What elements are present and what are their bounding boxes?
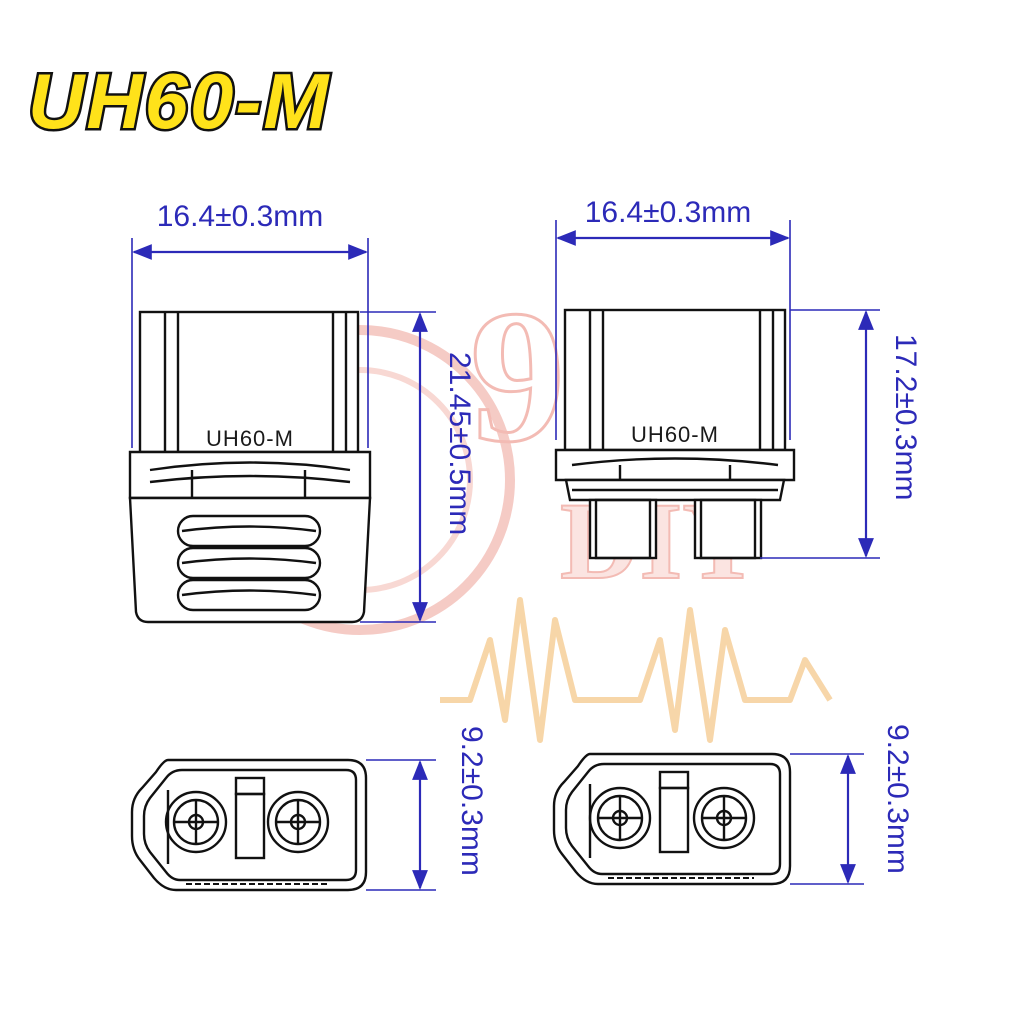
left-bottom-height-label: 9.2±0.3mm: [455, 726, 488, 876]
left-bottom-key: [234, 792, 266, 860]
left-bottom-hole-2: [266, 790, 330, 854]
right-pin-right: [693, 498, 763, 560]
right-pin-left: [588, 498, 658, 560]
right-upper-body: [563, 308, 787, 452]
left-grip-ridge-2: [176, 546, 322, 580]
left-grip-ridge-1: [176, 514, 322, 548]
left-height-label: 21.45±0.5mm: [443, 352, 476, 535]
left-bottom-height-dimension: 9.2±0.3mm: [366, 726, 488, 891]
left-height-dimension: 21.45±0.5mm: [360, 311, 476, 623]
right-side-view: UH60-M: [554, 308, 796, 560]
watermark-pulse: [440, 597, 833, 743]
right-width-label: 16.4±0.3mm: [585, 196, 752, 229]
page-title: UH60-M: [28, 57, 330, 145]
right-bottom-key: [658, 786, 690, 854]
left-part-label: UH60-M: [206, 426, 294, 451]
right-width-dimension: 16.4±0.3mm: [555, 196, 791, 440]
right-bottom-hole-2: [692, 786, 756, 850]
right-bottom-height-label: 9.2±0.3mm: [881, 724, 914, 874]
right-collar: [554, 448, 796, 482]
right-bottom-hole-1: [588, 786, 652, 850]
left-upper-body: [138, 310, 360, 454]
right-part-label: UH60-M: [631, 422, 719, 447]
left-bottom-view: [130, 758, 368, 892]
right-bottom-view: [552, 752, 792, 886]
left-bottom-hole-1: [164, 790, 228, 854]
left-width-label: 16.4±0.3mm: [157, 200, 324, 233]
left-grip-ridge-3: [176, 578, 322, 612]
right-bottom-height-dimension: 9.2±0.3mm: [790, 724, 914, 885]
right-height-label: 17.2±0.3mm: [889, 334, 922, 501]
right-bottom-outline: [552, 752, 792, 886]
left-width-dimension: 16.4±0.3mm: [131, 200, 369, 448]
left-side-view: UH60-M: [128, 310, 372, 624]
right-height-dimension: 17.2±0.3mm: [760, 309, 922, 559]
